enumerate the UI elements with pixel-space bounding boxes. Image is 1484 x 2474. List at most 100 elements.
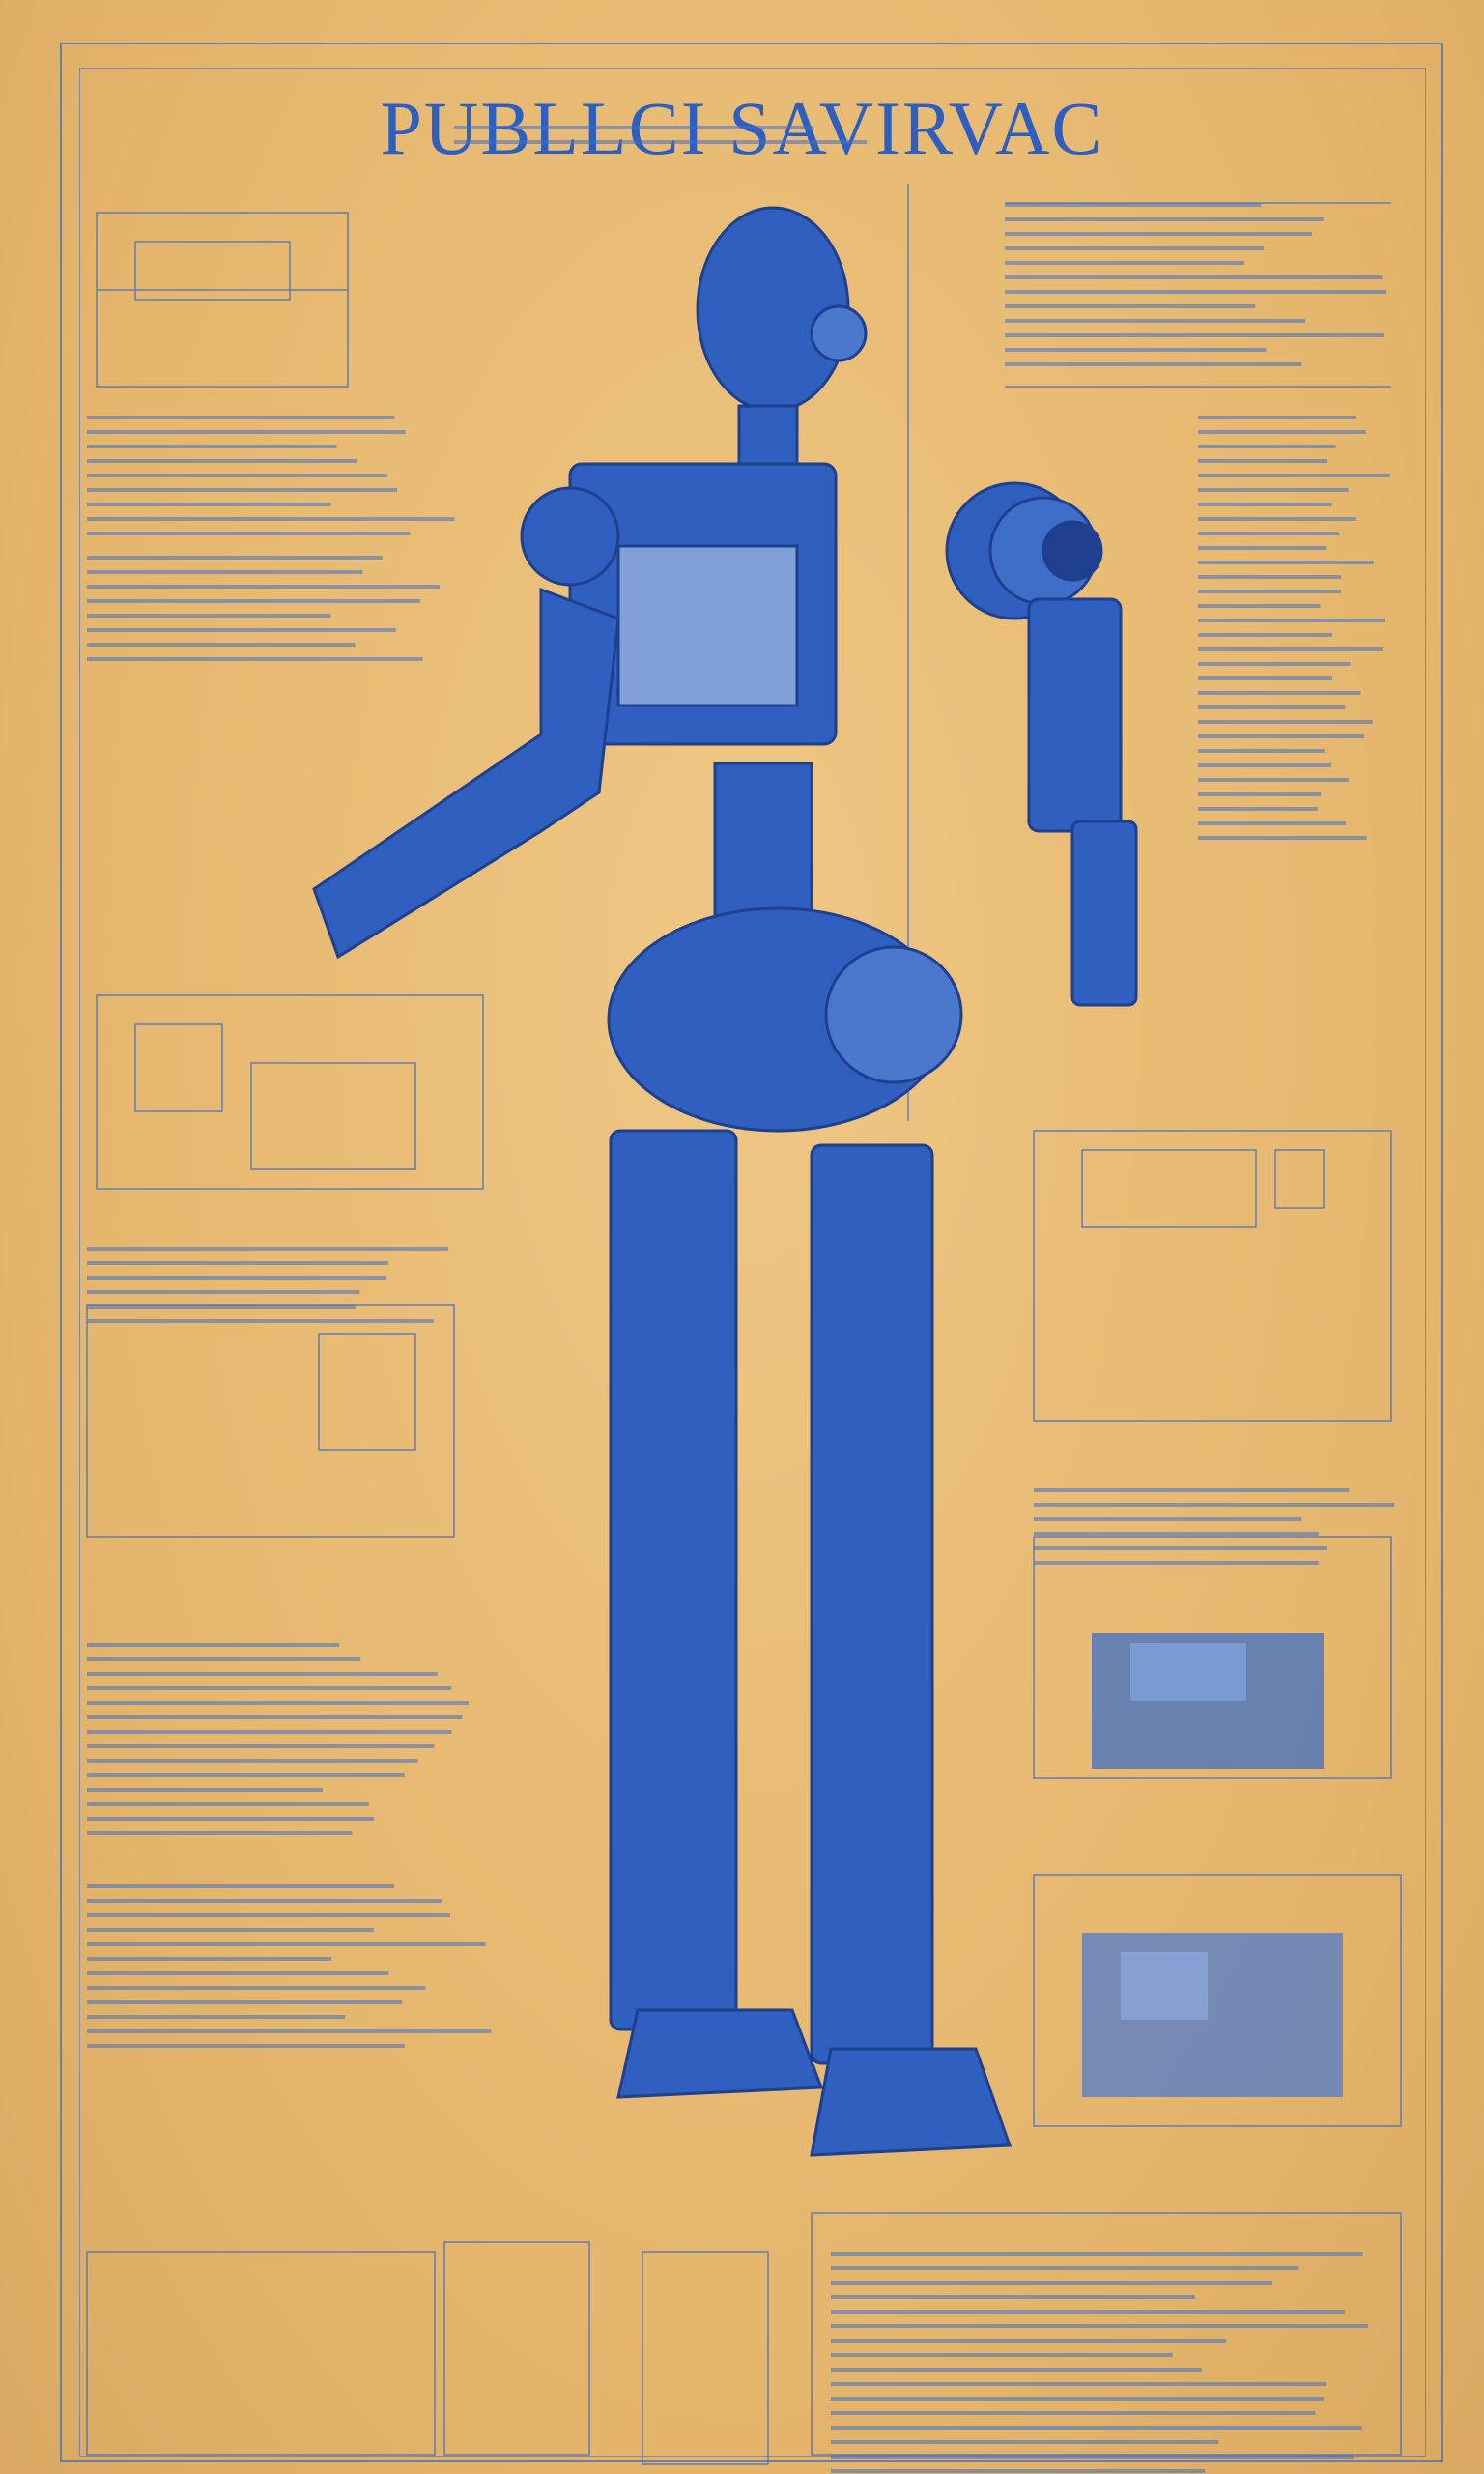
- text-line: [1005, 232, 1312, 236]
- text-line: [1198, 633, 1333, 637]
- text-line: [87, 2029, 492, 2033]
- text-line: [87, 1247, 449, 1251]
- text-line: [1198, 662, 1351, 666]
- text-line: [1034, 1561, 1319, 1565]
- text-line: [87, 1831, 353, 1835]
- text-line: [87, 532, 411, 535]
- text-line: [1005, 217, 1324, 221]
- text-line: [87, 1701, 469, 1705]
- robot-chest-screen: [616, 544, 799, 707]
- text-line: [1005, 246, 1265, 250]
- text-line: [831, 2382, 1327, 2386]
- text-line: [87, 517, 455, 521]
- text-line: [87, 1899, 442, 1903]
- text-line: [831, 2295, 1196, 2299]
- text-line: [1005, 290, 1387, 294]
- robot-leg-right: [810, 1143, 934, 2065]
- text-line: [87, 1744, 435, 1748]
- text-line: [831, 2324, 1368, 2328]
- text-line: [1198, 474, 1390, 477]
- text-line: [1198, 821, 1346, 825]
- text-line: [87, 1657, 361, 1661]
- robot-ear: [810, 304, 868, 362]
- text-line: [1198, 807, 1318, 811]
- inner-border: [79, 68, 1426, 2457]
- text-line: [1005, 319, 1306, 323]
- text-line: [1198, 720, 1373, 724]
- text-line: [831, 2469, 1206, 2473]
- text-line: [1198, 763, 1331, 767]
- text-line: [831, 2339, 1227, 2343]
- text-blocks: [87, 126, 1395, 2473]
- text-line: [1005, 304, 1256, 308]
- outer-border: [60, 43, 1443, 2462]
- text-line: [831, 2411, 1316, 2415]
- text-line: [87, 503, 331, 506]
- text-line: [1034, 1488, 1350, 1492]
- text-line: [1005, 333, 1384, 337]
- text-line: [87, 430, 406, 434]
- text-line: [87, 1730, 452, 1734]
- text-line: [87, 1715, 463, 1719]
- text-line: [831, 2353, 1173, 2357]
- text-line: [1198, 691, 1361, 695]
- text-line: [87, 1290, 360, 1294]
- text-line: [87, 1942, 486, 1946]
- text-line: [87, 2000, 403, 2004]
- text-line: [87, 1261, 389, 1265]
- robot-arm-left: [312, 587, 620, 960]
- text-line: [1198, 647, 1383, 651]
- text-line: [87, 1276, 387, 1280]
- text-line: [87, 1643, 340, 1647]
- text-line: [831, 2397, 1324, 2401]
- text-line: [1034, 1503, 1395, 1507]
- text-line: [1198, 836, 1367, 840]
- text-line: [87, 1884, 395, 1888]
- text-line: [1198, 532, 1340, 535]
- text-line: [87, 459, 357, 463]
- text-line: [831, 2266, 1299, 2270]
- text-line: [1198, 676, 1332, 680]
- text-line: [1198, 604, 1321, 608]
- text-line: [87, 1802, 369, 1806]
- text-line: [1198, 561, 1374, 564]
- text-line: [1198, 749, 1325, 753]
- text-line: [87, 1788, 323, 1792]
- text-line: [1198, 618, 1386, 622]
- text-line: [1034, 1532, 1319, 1536]
- robot-arm-right: [1027, 597, 1123, 833]
- text-line: [831, 2310, 1346, 2314]
- robot-hand-right: [1070, 820, 1138, 1007]
- text-line: [1198, 792, 1322, 796]
- text-line: [87, 1986, 426, 1990]
- text-line: [87, 1913, 450, 1917]
- text-line: [87, 643, 356, 647]
- robot-foot-right: [810, 2047, 1013, 2157]
- text-line: [1005, 261, 1245, 265]
- text-line: [87, 1672, 438, 1676]
- text-line: [87, 556, 383, 560]
- text-line: [87, 614, 331, 618]
- text-line: [1198, 488, 1349, 492]
- text-line: [1198, 517, 1356, 521]
- text-line: [1198, 430, 1366, 434]
- text-line: [87, 1305, 356, 1309]
- robot-shoulder-left: [520, 486, 620, 587]
- text-line: [87, 1971, 389, 1975]
- text-line: [1198, 416, 1357, 419]
- text-line: [1198, 445, 1336, 448]
- text-line: [1198, 734, 1365, 738]
- text-line: [1198, 503, 1332, 506]
- text-line: [87, 1773, 405, 1777]
- text-line: [1005, 203, 1262, 207]
- text-line: [87, 585, 441, 589]
- text-line: [87, 2015, 346, 2019]
- text-line: [1198, 459, 1327, 463]
- text-line: [831, 2426, 1362, 2430]
- text-line: [87, 2044, 405, 2048]
- text-line: [1034, 1546, 1327, 1550]
- text-line: [87, 599, 421, 603]
- text-line: [831, 2455, 1354, 2459]
- robot-illustration: [312, 206, 1138, 2157]
- text-line: [454, 140, 868, 144]
